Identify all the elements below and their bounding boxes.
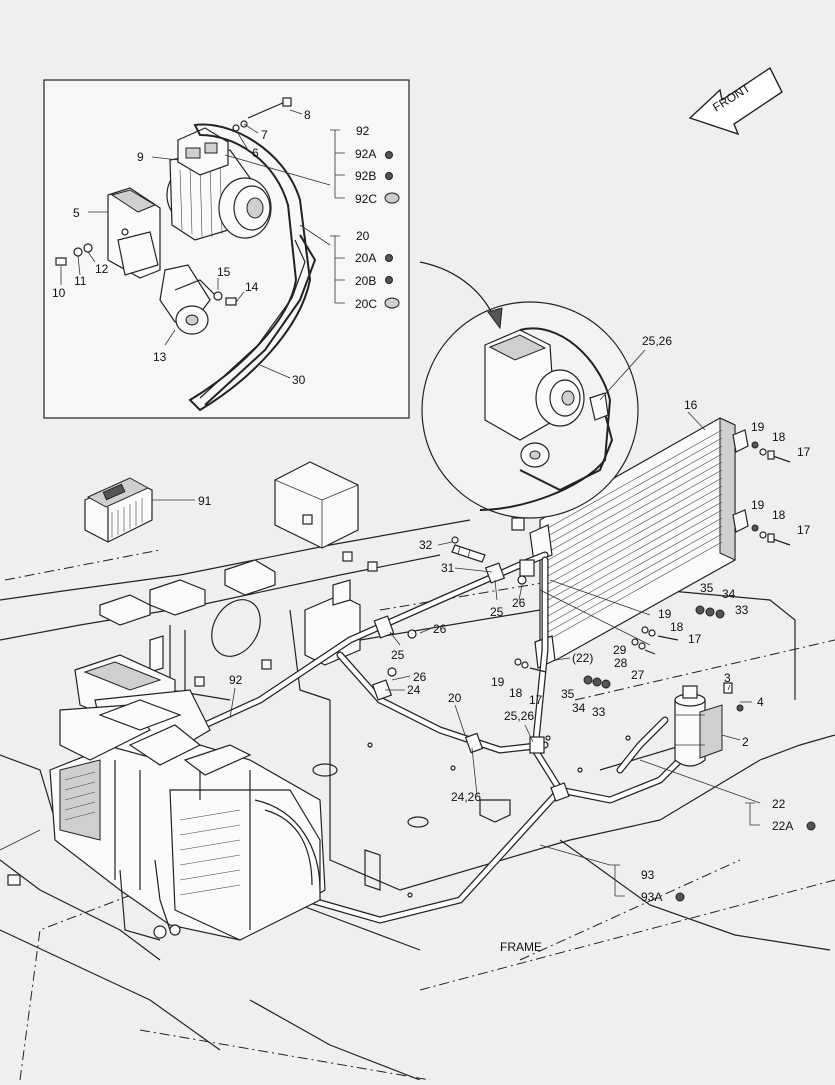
callout-92: 92 (356, 124, 370, 138)
callout-20C: 20C (355, 297, 377, 311)
callout-22-ref: (22) (572, 651, 593, 665)
callout-10: 10 (52, 286, 66, 300)
callout-17b: 17 (797, 523, 811, 537)
callout-29: 29 (613, 643, 627, 657)
callout-34a: 34 (722, 587, 736, 601)
callout-5: 5 (73, 206, 80, 220)
callout-92C: 92C (355, 192, 377, 206)
callout-20B: 20B (355, 274, 376, 288)
callout-11: 11 (74, 274, 87, 288)
callout-17d: 17 (529, 693, 543, 707)
callout-14: 14 (245, 280, 259, 294)
callout-18a: 18 (772, 430, 786, 444)
callout-25-26-mid: 25,26 (504, 709, 534, 723)
callout-35b: 35 (561, 687, 575, 701)
callout-17a: 17 (797, 445, 811, 459)
callout-25b: 25 (391, 648, 405, 662)
group-brackets (330, 129, 816, 902)
callout-92B: 92B (355, 169, 376, 183)
control-panel (84, 477, 153, 543)
callout-28: 28 (614, 656, 628, 670)
callout-91: 91 (198, 494, 212, 508)
callout-27: 27 (631, 668, 645, 682)
callout-31: 31 (441, 561, 455, 575)
callout-18d: 18 (509, 686, 523, 700)
callout-2: 2 (742, 735, 749, 749)
callout-19c: 19 (658, 607, 672, 621)
callout-24-26: 24,26 (451, 790, 481, 804)
compressor-inset (43, 79, 410, 419)
condenser (529, 417, 749, 669)
callout-8: 8 (304, 108, 311, 122)
callout-30: 30 (292, 373, 306, 387)
callout-26b: 26 (433, 622, 447, 636)
callout-3: 3 (724, 671, 731, 685)
callout-16: 16 (684, 398, 698, 412)
callout-20-top: 20 (356, 229, 370, 243)
callout-20-mid: 20 (448, 691, 462, 705)
callout-9: 9 (137, 150, 144, 164)
callout-19a: 19 (751, 420, 765, 434)
frame-label: FRAME (500, 940, 542, 954)
callout-26c: 26 (413, 670, 427, 684)
leader-lines (152, 349, 761, 866)
callout-22: 22 (772, 797, 786, 811)
callout-25-26-top: 25,26 (642, 334, 672, 348)
callout-34b: 34 (572, 701, 586, 715)
callout-93A: 93A (641, 890, 662, 904)
detail-magnifier (419, 261, 639, 519)
hvac-unit (49, 654, 326, 941)
refrigerant-hoses (201, 544, 694, 924)
callout-33a: 33 (735, 603, 749, 617)
callout-35a: 35 (700, 581, 714, 595)
callout-32: 32 (419, 538, 433, 552)
fasteners (387, 441, 791, 712)
callout-7: 7 (261, 128, 268, 142)
callout-25a: 25 (490, 605, 504, 619)
callout-92-mid: 92 (229, 673, 243, 687)
callout-6: 6 (252, 146, 259, 160)
receiver-drier (674, 685, 723, 767)
callout-26a: 26 (512, 596, 526, 610)
callout-17c: 17 (688, 632, 702, 646)
callout-12: 12 (95, 262, 109, 276)
callout-33b: 33 (592, 705, 606, 719)
callout-labels: 8 7 9 6 5 10 11 12 15 14 13 30 92 92A 92… (52, 108, 811, 954)
callout-18c: 18 (670, 620, 684, 634)
callout-18b: 18 (772, 508, 786, 522)
callout-20A: 20A (355, 251, 376, 265)
callout-13: 13 (153, 350, 167, 364)
callout-4: 4 (757, 695, 764, 709)
callout-93: 93 (641, 868, 655, 882)
callout-19b: 19 (751, 498, 765, 512)
callout-24: 24 (407, 683, 421, 697)
callout-19d: 19 (491, 675, 505, 689)
front-direction-arrow: FRONT (688, 66, 783, 136)
callout-92A: 92A (355, 147, 376, 161)
callout-15: 15 (217, 265, 231, 279)
callout-22A: 22A (772, 819, 793, 833)
